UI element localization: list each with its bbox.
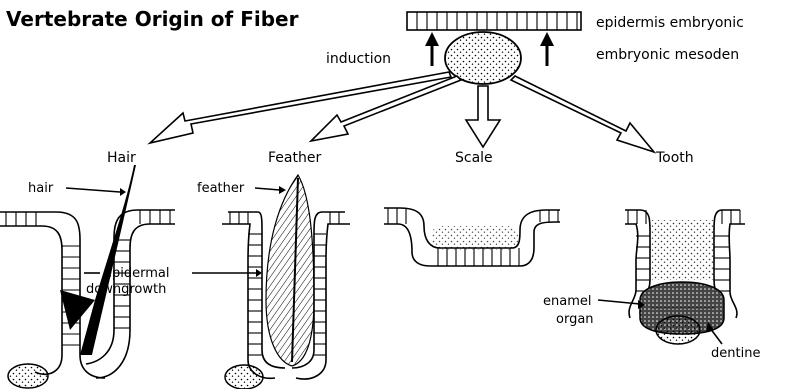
callout-hair-arrowhead [120, 188, 126, 196]
arrow-to-tooth [511, 76, 654, 152]
feather-follicle [222, 175, 350, 389]
callout-feather-arrowhead [279, 186, 286, 194]
induction-label: induction [326, 51, 391, 67]
heading-feather: Feather [268, 150, 321, 166]
callout-hair-leader [66, 188, 120, 192]
callout-hair: hair [28, 181, 54, 196]
heading-scale: Scale [455, 150, 493, 166]
scale-structure [384, 208, 560, 266]
callout-epidermal-arrowhead [256, 269, 262, 277]
callout-enamel-leader [598, 300, 640, 304]
callout-enamel-2: organ [556, 312, 594, 327]
arrow-to-hair [150, 72, 451, 143]
callout-enamel-1: enamel [543, 294, 591, 309]
callout-feather: feather [197, 181, 245, 196]
callout-epidermal-2: downgrowth [86, 282, 166, 297]
epidermis-label: epidermis embryonic [596, 15, 744, 31]
diagram-title: Vertebrate Origin of Fiber [6, 7, 299, 31]
mesoden-label: embryonic mesoden [596, 47, 739, 63]
induction-arrow-right [540, 32, 554, 66]
arrow-to-scale [466, 86, 500, 147]
tooth-structure [625, 210, 745, 344]
induction-arrow-left [425, 32, 439, 66]
heading-tooth: Tooth [655, 150, 694, 166]
callout-dentine: dentine [711, 346, 760, 361]
epidermis-band [407, 12, 581, 30]
callout-epidermal-1: epidermal [104, 266, 169, 281]
heading-hair: Hair [107, 150, 136, 166]
callout-feather-leader [255, 188, 280, 190]
